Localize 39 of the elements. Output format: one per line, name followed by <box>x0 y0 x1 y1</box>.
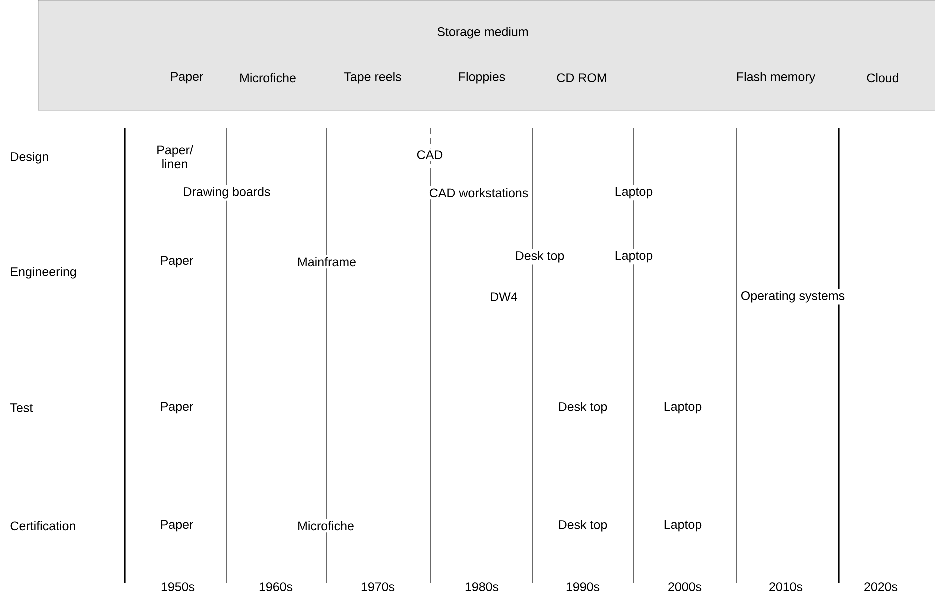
cell-text: Paper <box>158 400 196 416</box>
decade-label: 1960s <box>256 580 296 594</box>
decade-label: 1990s <box>564 580 602 594</box>
cell-text: Drawing boards <box>181 185 273 201</box>
row-label: Engineering <box>8 265 79 281</box>
cell-text: DW4 <box>488 290 520 304</box>
cell-text: Laptop <box>612 185 656 201</box>
cell-text: Desk top <box>513 249 567 265</box>
column-heading: CD ROM <box>557 74 606 82</box>
cell-text: Microfiche <box>296 519 356 533</box>
decade-label: 1980s <box>462 580 502 594</box>
decade-label: 2000s <box>666 580 704 594</box>
column-heading: Paper <box>171 72 204 84</box>
column-heading: Floppies <box>459 72 506 84</box>
cell-text: CAD workstations <box>427 186 531 200</box>
decade-label: 2010s <box>766 580 806 594</box>
cell-text: Operating systems <box>738 289 848 305</box>
cell-text: Desk top <box>556 400 610 416</box>
cell-text: Paper <box>158 518 196 534</box>
cell-text: Mainframe <box>295 255 359 269</box>
cell-text: Laptop <box>612 249 656 265</box>
column-heading: Flash memory <box>737 72 816 84</box>
cell-text: Paper/ linen <box>153 143 197 171</box>
decade-label: 1950s <box>158 580 198 594</box>
decade-label: 1970s <box>358 580 398 594</box>
cell-text: Desk top <box>556 518 610 534</box>
cell-text: CAD <box>414 148 446 162</box>
band-heading: Storage medium <box>438 27 528 39</box>
column-heading: Tape reels <box>344 72 402 84</box>
header-band <box>38 0 935 111</box>
row-label: Test <box>8 402 36 414</box>
column-heading: Microfiche <box>240 73 296 83</box>
row-label: Certification <box>8 519 78 533</box>
row-label: Design <box>8 150 52 166</box>
cell-text: Laptop <box>662 518 704 534</box>
column-heading: Cloud <box>867 73 899 83</box>
decade-label: 2020s <box>862 580 900 594</box>
cell-text: Laptop <box>662 400 704 416</box>
cell-text: Paper <box>158 254 196 270</box>
